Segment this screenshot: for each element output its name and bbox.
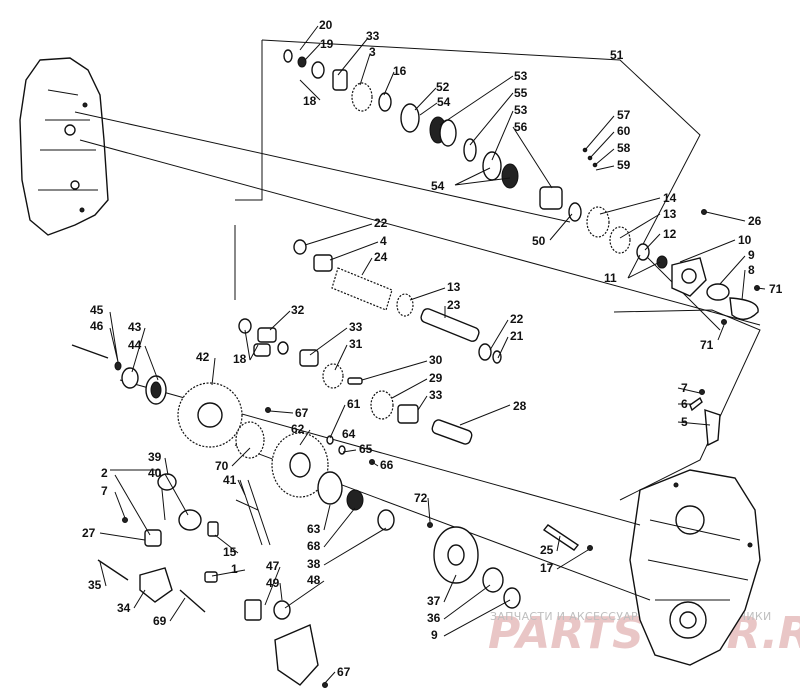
callout-42: 42 [196, 350, 210, 364]
callout-5: 5 [681, 415, 688, 429]
callout-70: 70 [215, 459, 229, 473]
callout-18: 18 [303, 94, 317, 108]
callout-31: 31 [349, 337, 363, 351]
callout-58: 58 [617, 141, 631, 155]
callout-25: 25 [540, 543, 554, 557]
callout-66: 66 [380, 458, 394, 472]
callout-43: 43 [128, 320, 142, 334]
callout-17: 17 [540, 561, 554, 575]
callout-22: 22 [510, 312, 524, 326]
callout-14: 14 [663, 191, 677, 205]
callout-49: 49 [266, 576, 280, 590]
callout-32: 32 [291, 303, 305, 317]
callout-22: 22 [374, 216, 388, 230]
callout-26: 26 [748, 214, 762, 228]
callout-7: 7 [681, 381, 688, 395]
callout-11: 11 [604, 271, 617, 285]
callout-50: 50 [532, 234, 546, 248]
callout-54: 54 [437, 95, 451, 109]
callout-3: 3 [369, 45, 376, 59]
callout-71: 71 [769, 282, 783, 296]
callout-38: 38 [307, 557, 321, 571]
callout-57: 57 [617, 108, 631, 122]
callout-67: 67 [337, 665, 351, 679]
middle-shaft-components [238, 239, 502, 445]
upper-shaft-components [283, 49, 760, 325]
callout-48: 48 [307, 573, 321, 587]
callout-53: 53 [514, 69, 528, 83]
callout-61: 61 [347, 397, 361, 411]
callout-68: 68 [307, 539, 321, 553]
callout-12: 12 [663, 227, 677, 241]
callout-4: 4 [380, 234, 387, 248]
callout-9: 9 [431, 628, 438, 642]
callout-72: 72 [414, 491, 428, 505]
callout-51: 51 [610, 48, 624, 62]
callout-65: 65 [359, 442, 373, 456]
callout-53: 53 [514, 103, 528, 117]
callout-35: 35 [88, 578, 102, 592]
callout-60: 60 [617, 124, 631, 138]
callout-44: 44 [128, 338, 142, 352]
callout-47: 47 [266, 559, 280, 573]
callout-28: 28 [513, 399, 527, 413]
callout-67: 67 [295, 406, 309, 420]
callout-71: 71 [700, 338, 714, 352]
callout-39: 39 [148, 450, 162, 464]
callout-33: 33 [349, 320, 363, 334]
callout-27: 27 [82, 526, 96, 540]
callout-41: 41 [223, 473, 237, 487]
callout-15: 15 [223, 545, 237, 559]
callout-37: 37 [427, 594, 441, 608]
callout-20: 20 [319, 18, 333, 32]
callout-13: 13 [663, 207, 677, 221]
callout-21: 21 [510, 329, 524, 343]
callout-46: 46 [90, 319, 104, 333]
callout-23: 23 [447, 298, 461, 312]
callout-30: 30 [429, 353, 443, 367]
callout-7: 7 [101, 484, 108, 498]
callout-64: 64 [342, 427, 356, 441]
callout-62: 62 [291, 422, 305, 436]
callout-13: 13 [447, 280, 461, 294]
callout-54: 54 [431, 179, 445, 193]
callout-8: 8 [748, 263, 755, 277]
callout-24: 24 [374, 250, 388, 264]
callout-19: 19 [320, 37, 334, 51]
callout-56: 56 [514, 120, 528, 134]
callout-1: 1 [231, 562, 238, 576]
callout-9: 9 [748, 248, 755, 262]
leader-lines [99, 25, 766, 684]
callout-29: 29 [429, 371, 443, 385]
chaincase-housing-right [629, 469, 761, 666]
lower-shaft-components [71, 344, 593, 609]
callout-10: 10 [738, 233, 752, 247]
callout-33: 33 [429, 388, 443, 402]
chaincase-housing-left [19, 57, 109, 236]
callout-18: 18 [233, 352, 247, 366]
callout-36: 36 [427, 611, 441, 625]
callout-63: 63 [307, 522, 321, 536]
callout-59: 59 [617, 158, 631, 172]
callout-2: 2 [101, 466, 108, 480]
callout-labels: 20 19 18 33 3 16 52 54 53 55 53 56 51 57… [82, 18, 783, 679]
callout-69: 69 [153, 614, 167, 628]
callout-33: 33 [366, 29, 380, 43]
callout-40: 40 [148, 466, 162, 480]
tensioner-assembly [97, 389, 721, 688]
callout-52: 52 [436, 80, 450, 94]
callout-34: 34 [117, 601, 131, 615]
callout-55: 55 [514, 86, 528, 100]
callout-16: 16 [393, 64, 407, 78]
callout-45: 45 [90, 303, 104, 317]
